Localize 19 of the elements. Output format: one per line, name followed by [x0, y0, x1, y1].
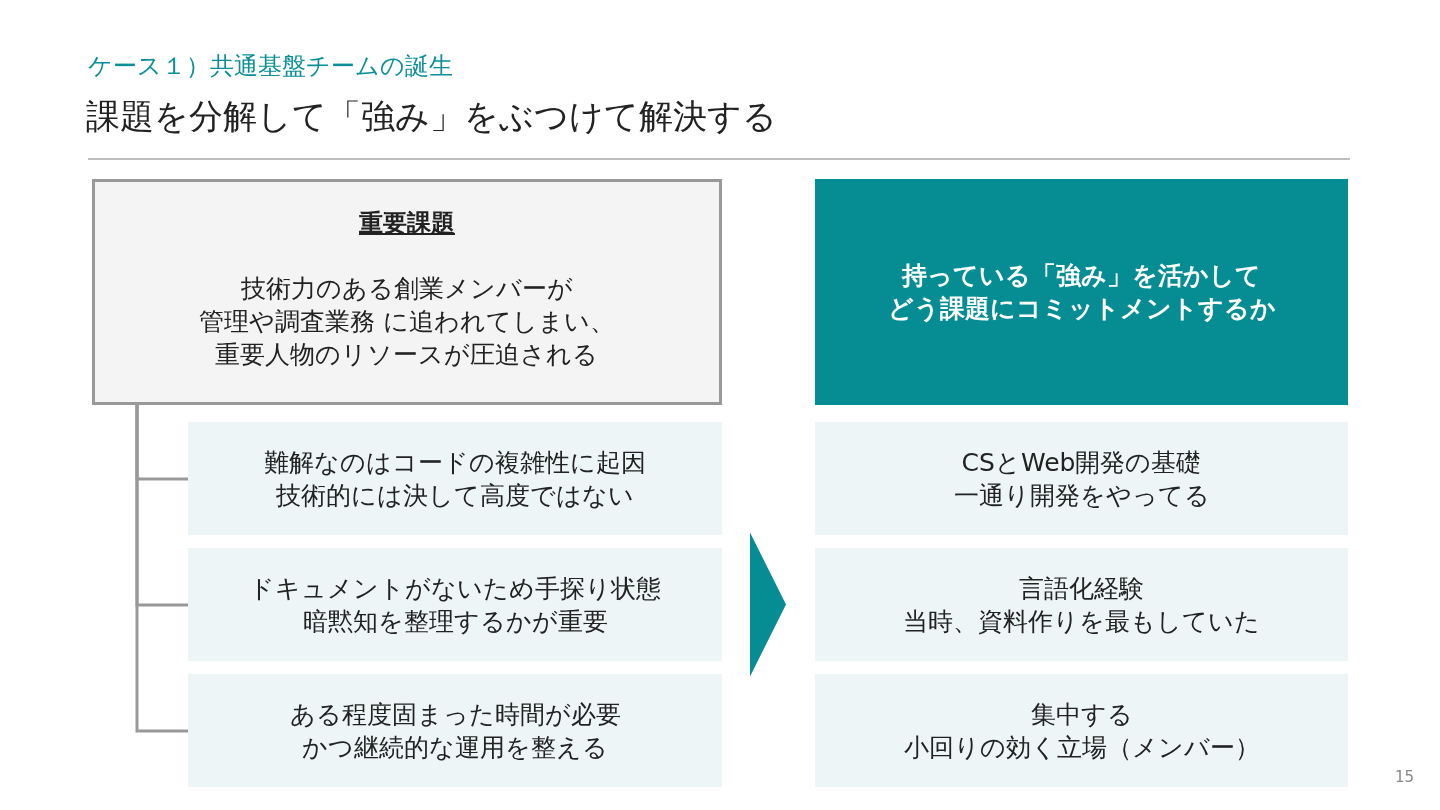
body-text: 技術力のある創業メンバーが管理や調査業務 に追われてしまい、重要人物のリソースが圧迫される	[199, 273, 615, 371]
body-text: 集中する小回りの効く立場（メンバー）	[903, 698, 1260, 764]
body-text: 持っている「強み」を活かしてどう課題にコミットメントするか	[887, 260, 1276, 325]
tree-connector	[135, 405, 188, 733]
chevron-arrow	[750, 532, 786, 677]
page-number: 15	[1395, 768, 1415, 786]
heading: 重要課題	[359, 208, 455, 239]
sub-issue-box	[188, 674, 722, 787]
issue-box	[92, 179, 722, 405]
body-text: 難解なのはコードの複雑性に起因技術的には決して高度ではない	[264, 446, 646, 512]
body-text: ドキュメントがないため手探り状態暗黙知を整理するかが重要	[249, 572, 661, 638]
body-text: 言語化経験当時、資料作りを最もしていた	[903, 572, 1260, 638]
sub-issue-box	[188, 422, 722, 535]
sub-issue-box	[188, 548, 722, 661]
title: 課題を分解して「強み」をぶつけて解決する	[86, 95, 777, 138]
body-text: ある程度固まった時間が必要かつ継続的な運用を整える	[289, 698, 621, 764]
strength-heading-box	[815, 179, 1348, 405]
body-text: CSとWeb開発の基礎一通り開発をやってる	[953, 446, 1210, 512]
subtitle: ケース１）共通基盤チームの誕生	[88, 51, 453, 82]
